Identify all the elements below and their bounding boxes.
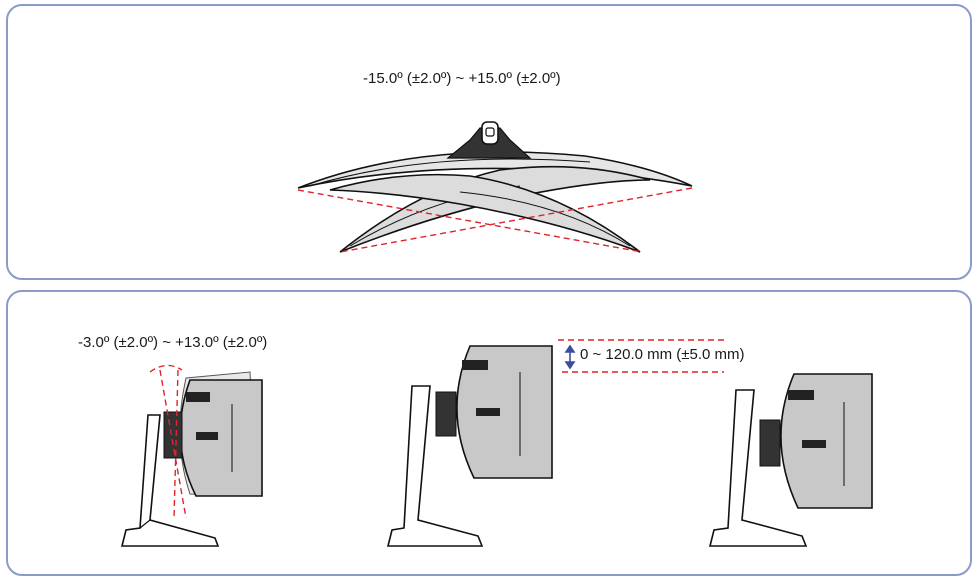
stand-side-view-lowered <box>708 389 808 547</box>
monitor-top-view-a <box>297 151 693 189</box>
height-guide-lines <box>558 339 724 373</box>
monitor-top-view-c <box>329 173 641 253</box>
swivel-guide-lines <box>297 187 693 253</box>
tilt-illustration <box>120 364 263 547</box>
height-range-label: 0 ~ 120.0 mm (±5.0 mm) <box>580 346 745 363</box>
height-lowered-illustration <box>708 373 873 547</box>
height-arrow-icon <box>564 344 576 370</box>
swivel-illustration <box>297 121 693 253</box>
tilt-range-label: -3.0º (±2.0º) ~ +13.0º (±2.0º) <box>78 334 268 351</box>
stand-side-view-raised <box>386 385 484 547</box>
monitor-side-view-lowered <box>780 373 873 509</box>
tilt-guide-lines <box>149 364 187 519</box>
swivel-range-label: -15.0º (±2.0º) ~ +15.0º (±2.0º) <box>363 70 561 87</box>
height-raised-illustration <box>386 339 724 547</box>
stand-side-view-tilt <box>120 414 220 547</box>
